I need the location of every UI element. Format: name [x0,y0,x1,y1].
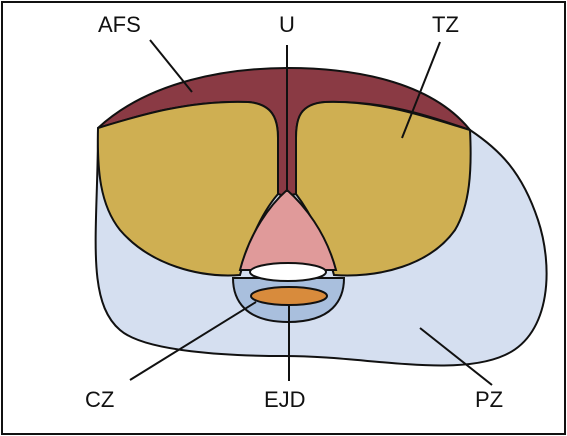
label-tz: TZ [432,12,459,37]
label-ejd: EJD [264,387,306,412]
label-cz: CZ [85,387,114,412]
label-u: U [279,12,295,37]
cz-leader-line [129,301,257,381]
urethral-lumen-shape [249,262,327,282]
label-pz: PZ [475,387,503,412]
pz-leader-line [419,327,493,386]
afs-leader-line [149,39,193,93]
ejaculatory-duct-shape [250,286,328,306]
label-afs: AFS [98,12,141,37]
tz-leader-line [401,41,441,139]
